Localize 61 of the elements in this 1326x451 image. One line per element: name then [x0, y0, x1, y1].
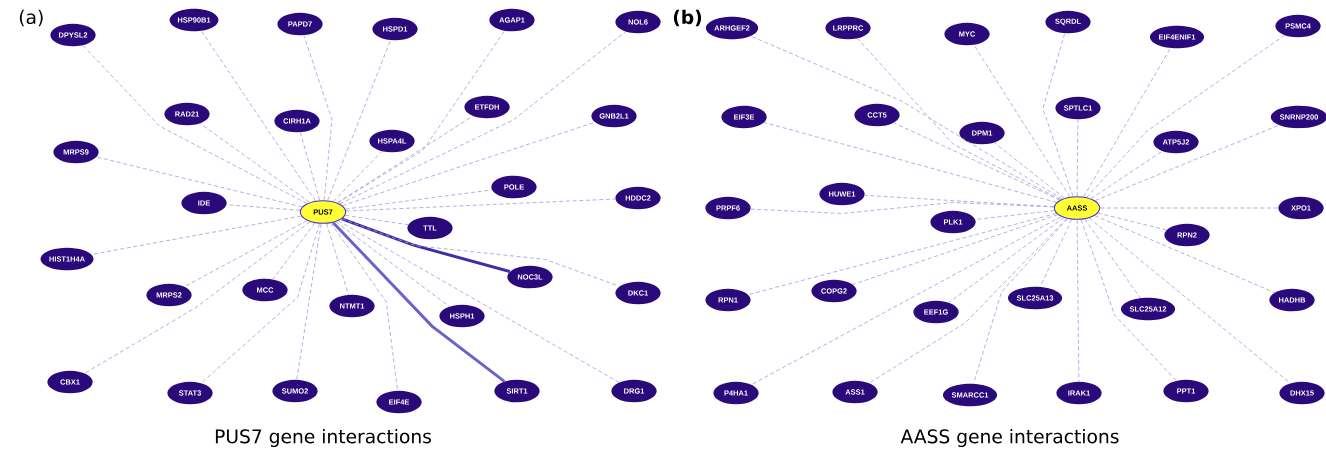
- interaction-line: [1090, 150, 1163, 199]
- interaction-line: [296, 223, 322, 380]
- panel-label: (b): [673, 9, 702, 27]
- interaction-line: [272, 222, 316, 280]
- interaction-line: [750, 35, 1063, 200]
- interaction-line: [1039, 219, 1073, 287]
- interaction-line: [1094, 215, 1275, 293]
- interaction-line: [1099, 207, 1279, 209]
- caption-text: PUS7 gene interactions: [215, 428, 432, 448]
- interaction-line: [973, 44, 1071, 198]
- interaction-line: [1088, 217, 1291, 384]
- interaction-line: [975, 210, 1055, 220]
- interaction-line: [342, 121, 596, 206]
- interaction-line: [337, 30, 505, 204]
- interaction-line: [200, 223, 320, 384]
- interaction-line: [341, 218, 620, 287]
- interaction-line: [344, 214, 409, 226]
- interaction-line: [199, 123, 310, 203]
- interaction-line: [184, 220, 308, 287]
- interaction-line: [303, 35, 333, 201]
- interaction-line: [96, 156, 303, 208]
- interaction-line: [330, 222, 398, 391]
- interaction-line: [84, 221, 311, 374]
- interaction-line: [1097, 212, 1167, 231]
- interaction-line: [1080, 219, 1177, 381]
- interaction-line: [82, 45, 308, 204]
- interaction-line: [763, 122, 1057, 203]
- interaction-line: [750, 202, 1055, 214]
- interaction-line: [338, 220, 620, 383]
- interaction-line: [332, 151, 383, 202]
- interaction-line: [1076, 219, 1080, 382]
- interaction-line: [326, 223, 349, 295]
- interaction-line: [91, 215, 302, 255]
- interaction-line: [332, 221, 506, 383]
- panel-label: (a): [19, 9, 43, 27]
- interaction-line: [747, 213, 1057, 296]
- interaction-line: [948, 217, 1065, 303]
- interaction-line: [299, 132, 321, 201]
- interaction-line: [327, 39, 391, 201]
- interaction-line: [335, 221, 450, 307]
- interaction-line: [1076, 119, 1079, 197]
- interaction-line: [1094, 124, 1280, 201]
- interaction-line: [751, 216, 1062, 385]
- interaction-line: [345, 198, 616, 212]
- caption-text: AASS gene interactions: [900, 428, 1119, 448]
- interaction-line: [869, 218, 1068, 384]
- interaction-line: [1042, 33, 1074, 197]
- interaction-line: [852, 214, 1059, 285]
- interaction-line: [339, 31, 626, 205]
- interaction-line: [226, 204, 301, 211]
- interaction-line: [345, 189, 493, 210]
- interaction-line: [201, 30, 316, 202]
- interaction-line: [341, 217, 511, 273]
- interaction-line: [893, 122, 1061, 201]
- interaction-line: [973, 218, 1068, 384]
- interaction-line: [857, 38, 1062, 200]
- interaction-line: [994, 142, 1065, 199]
- interaction-line: [1084, 218, 1141, 299]
- interaction-line: [1083, 47, 1171, 198]
- interaction-line: [1086, 35, 1285, 198]
- interaction-line: [337, 115, 474, 204]
